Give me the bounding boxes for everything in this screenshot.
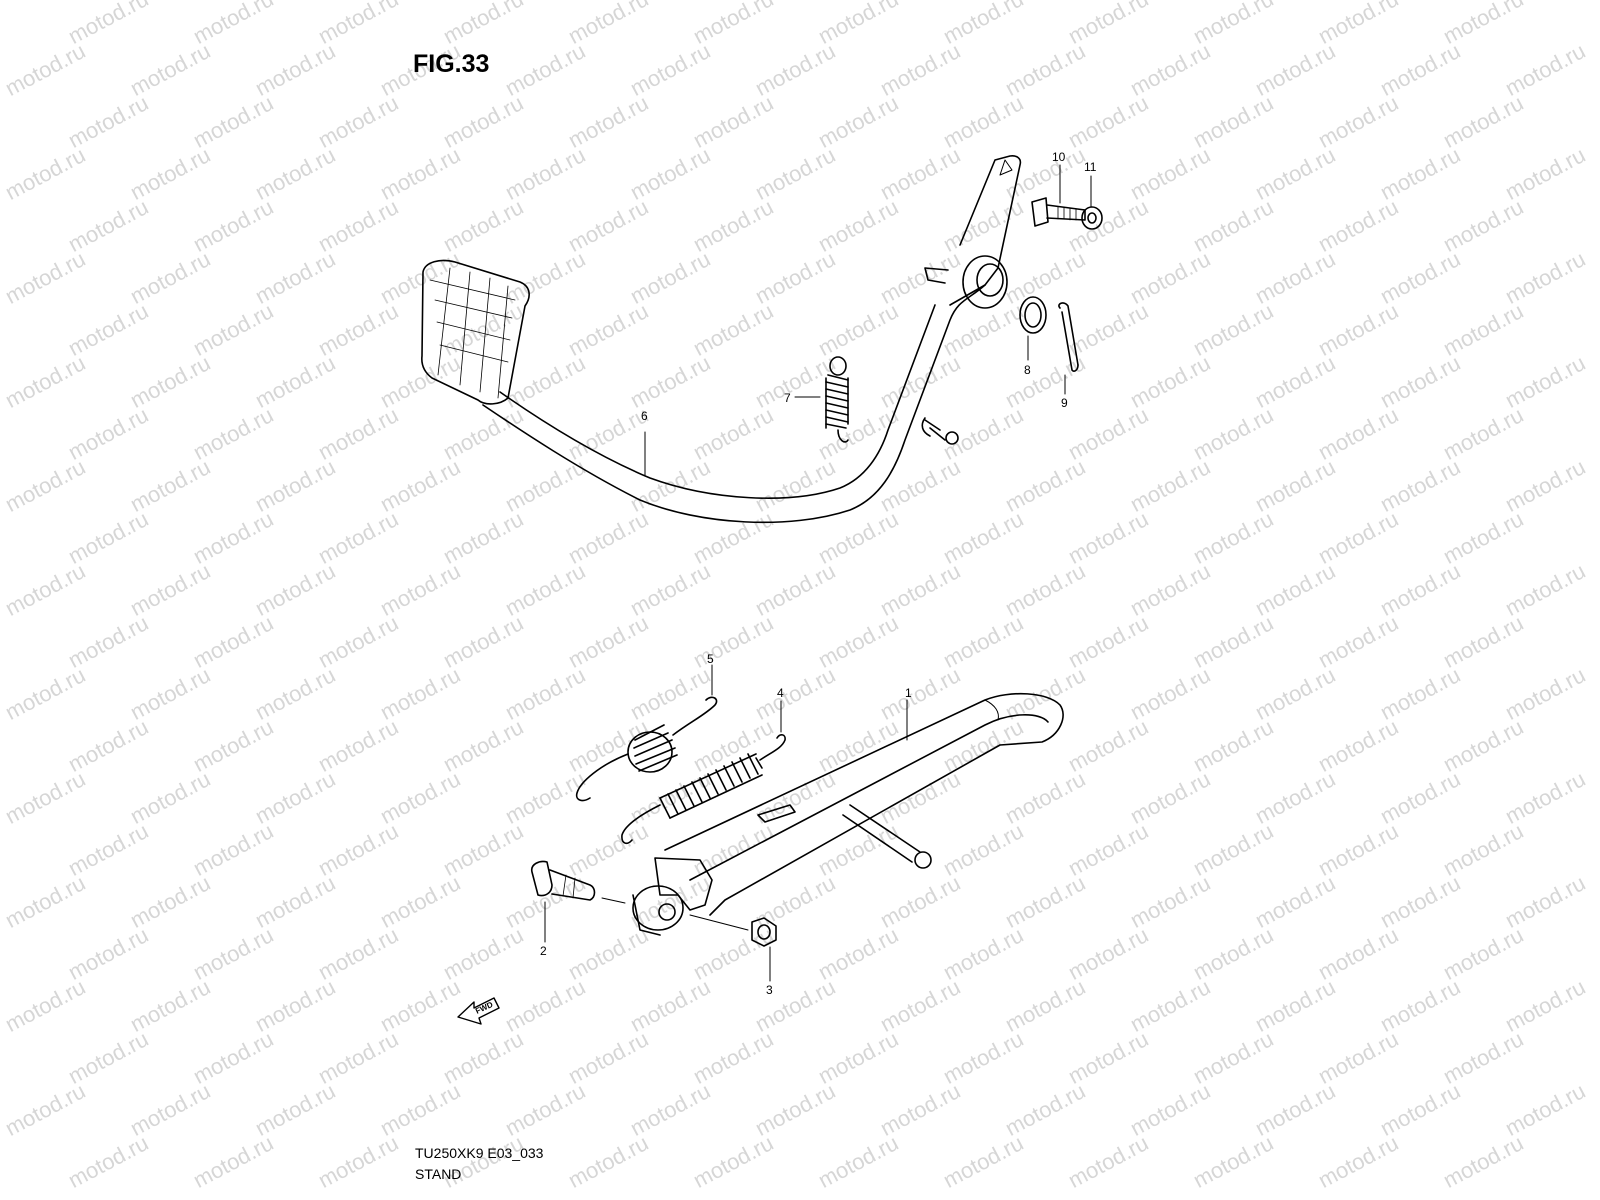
stand-spring-part-4	[621, 700, 786, 845]
brake-pedal-part	[421, 155, 1022, 524]
return-spring-part-7	[794, 356, 849, 443]
callout-3: 3	[766, 983, 773, 997]
nut-part-11	[1081, 175, 1103, 230]
cotter-pin-part-9	[1058, 302, 1079, 395]
pivot-bolt-part-2	[530, 860, 626, 943]
callout-10: 10	[1052, 150, 1066, 164]
callout-5: 5	[707, 652, 714, 666]
callout-4: 4	[777, 686, 784, 700]
figure-title: FIG.33	[413, 50, 490, 78]
forward-arrow-icon: FWD	[457, 997, 500, 1025]
nut-part-3	[689, 914, 777, 982]
side-stand-part-1	[632, 692, 1064, 936]
section-name-label: STAND	[415, 1166, 462, 1182]
callout-7: 7	[784, 391, 791, 405]
callout-8: 8	[1024, 363, 1031, 377]
washer-part-8	[1019, 296, 1047, 361]
stand-spring-part-5	[575, 664, 718, 802]
callout-1: 1	[905, 686, 912, 700]
callout-labels: 1 2 3 4 5 6 7 8 9 10 11	[540, 150, 1097, 997]
bolt-part-10	[1031, 164, 1086, 227]
model-code-label: TU250XK9 E03_033	[415, 1145, 544, 1161]
callout-6: 6	[641, 409, 648, 423]
callout-2: 2	[540, 944, 547, 958]
callout-9: 9	[1061, 396, 1068, 410]
callout-11: 11	[1084, 160, 1097, 174]
